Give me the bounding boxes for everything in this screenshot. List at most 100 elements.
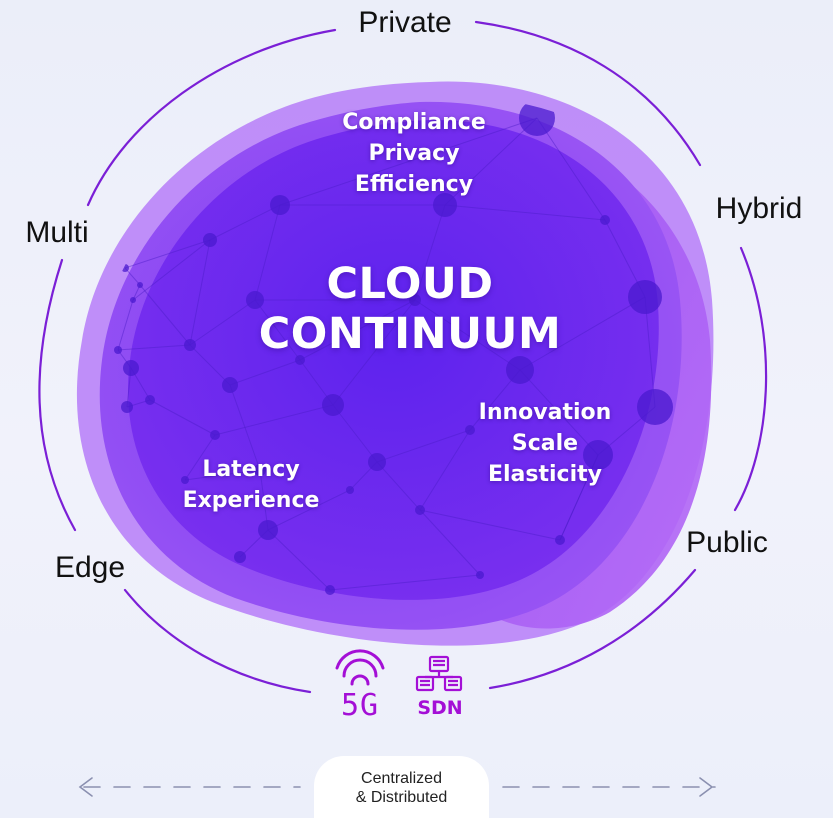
- mesh-link: [189, 299, 256, 346]
- wifi-signal-icon: [335, 649, 385, 686]
- mesh-link: [419, 509, 481, 576]
- blob-inner-layer: [127, 119, 659, 600]
- title-line-2: CONTINUUM: [258, 309, 562, 359]
- mesh-node: [123, 360, 139, 376]
- title-line-1: CLOUD: [326, 259, 494, 309]
- orbit-arc-bottom-left: [123, 588, 312, 694]
- mesh-node: [210, 430, 220, 440]
- mesh-node: [433, 193, 457, 217]
- mesh-link: [214, 404, 334, 436]
- network-mesh: [114, 100, 673, 595]
- orbit-arc-right: [733, 246, 768, 512]
- segment-label-multi: Multi: [25, 216, 89, 249]
- mesh-node: [555, 535, 565, 545]
- mesh-node: [637, 389, 673, 425]
- mesh-node: [258, 520, 278, 540]
- network-switch-icon: [415, 655, 463, 692]
- mesh-link: [444, 117, 538, 206]
- mesh-link: [189, 239, 211, 346]
- mesh-link: [149, 399, 216, 436]
- mesh-link: [519, 369, 599, 456]
- mesh-link: [332, 299, 416, 406]
- mesh-node: [246, 291, 264, 309]
- mesh-node: [130, 297, 136, 303]
- mesh-link: [332, 404, 378, 463]
- mesh-link: [329, 574, 481, 591]
- cluster-right-item: Scale: [511, 431, 579, 456]
- mesh-node: [222, 377, 238, 393]
- mesh-node: [184, 339, 196, 351]
- diagram-title: CLOUD CONTINUUM: [259, 259, 562, 359]
- mesh-link: [299, 299, 416, 361]
- mesh-link: [414, 204, 446, 301]
- axis-arrows: [78, 777, 716, 797]
- mesh-link: [536, 117, 606, 221]
- segment-label-hybrid: Hybrid: [715, 192, 803, 225]
- mesh-link: [267, 529, 331, 591]
- mesh-link: [124, 239, 211, 269]
- cluster-left-item: Latency: [202, 457, 300, 482]
- mesh-link: [444, 204, 606, 221]
- mesh-link: [184, 434, 216, 481]
- orbit-ring: [38, 20, 768, 694]
- mesh-node: [476, 571, 484, 579]
- mesh-link: [559, 454, 599, 541]
- axis-label-line: Centralized: [361, 770, 442, 787]
- segment-label-private: Private: [358, 6, 452, 39]
- cluster-left: Latency Experience: [183, 454, 320, 516]
- mesh-link: [644, 296, 656, 408]
- orbit-arc-left: [38, 258, 77, 532]
- orbit-arc-top-left: [86, 28, 337, 207]
- mesh-link: [189, 344, 231, 386]
- orbit-arc-bottom-right: [488, 568, 697, 690]
- mesh-node: [145, 395, 155, 405]
- mesh-node: [506, 356, 534, 384]
- mesh-link: [254, 299, 301, 361]
- mesh-node: [628, 280, 662, 314]
- mesh-node: [346, 486, 354, 494]
- cluster-top-item: Efficiency: [354, 172, 474, 197]
- axis-label-pill: Centralized & Distributed: [314, 756, 489, 818]
- left-arrow-icon: [78, 777, 93, 797]
- right-arrow-icon: [699, 777, 714, 797]
- cluster-top-item: Privacy: [368, 141, 460, 166]
- cluster-right-item: Innovation: [478, 400, 612, 425]
- mesh-link: [519, 296, 646, 371]
- mesh-node: [203, 233, 217, 247]
- mesh-node: [415, 505, 425, 515]
- mesh-link: [279, 117, 538, 206]
- segment-label-public: Public: [686, 526, 768, 559]
- mesh-node: [137, 282, 143, 288]
- mesh-link: [229, 384, 261, 471]
- mesh-link: [419, 429, 471, 511]
- mesh-node: [322, 394, 344, 416]
- mesh-node: [465, 425, 475, 435]
- mesh-link: [209, 204, 281, 241]
- mesh-link: [267, 489, 351, 531]
- cluster-top: Compliance Privacy Efficiency: [342, 107, 485, 200]
- mesh-link: [414, 299, 521, 371]
- mesh-node: [181, 476, 189, 484]
- cloud-blob: [76, 81, 714, 646]
- axis-label-line: & Distributed: [355, 789, 448, 806]
- mesh-node: [121, 401, 133, 413]
- cluster-right-item: Elasticity: [487, 462, 602, 487]
- mesh-node: [270, 195, 290, 215]
- mesh-node: [583, 440, 613, 470]
- mesh-link: [117, 344, 191, 351]
- mesh-node: [254, 464, 266, 476]
- mesh-node: [368, 453, 386, 471]
- mesh-link: [376, 429, 471, 463]
- segment-label-edge: Edge: [54, 551, 126, 584]
- mesh-link: [229, 359, 301, 386]
- mesh-link: [132, 239, 211, 301]
- mesh-link: [259, 469, 269, 531]
- mesh-node: [114, 346, 122, 354]
- mesh-node: [325, 585, 335, 595]
- mesh-link: [419, 509, 561, 541]
- mesh-node: [234, 551, 246, 563]
- mesh-link: [184, 469, 261, 481]
- mesh-node: [409, 294, 421, 306]
